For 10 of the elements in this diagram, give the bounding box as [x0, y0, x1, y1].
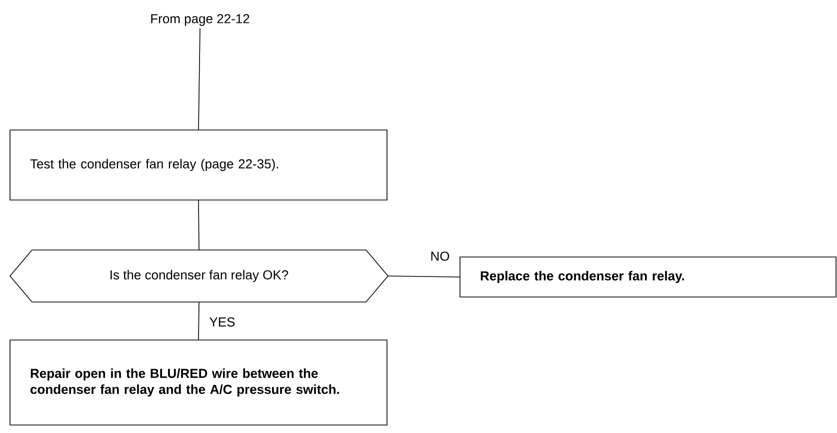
connector-line: [198, 28, 200, 130]
process-box: Test the condenser fan relay (page 22-35).: [10, 130, 388, 200]
connector-line: [198, 302, 200, 340]
flow-start-text: From page 22-12: [151, 14, 250, 26]
process-box: Repair open in the BLU/RED wire between the condenser fan relay and the A/C pressure switch.: [10, 340, 388, 426]
edge-label: YES: [208, 316, 236, 328]
edge-label: NO: [429, 250, 451, 262]
process-box: Replace the condenser fan relay.: [460, 256, 836, 298]
connector-line: [388, 276, 460, 278]
connector-line: [198, 200, 200, 250]
